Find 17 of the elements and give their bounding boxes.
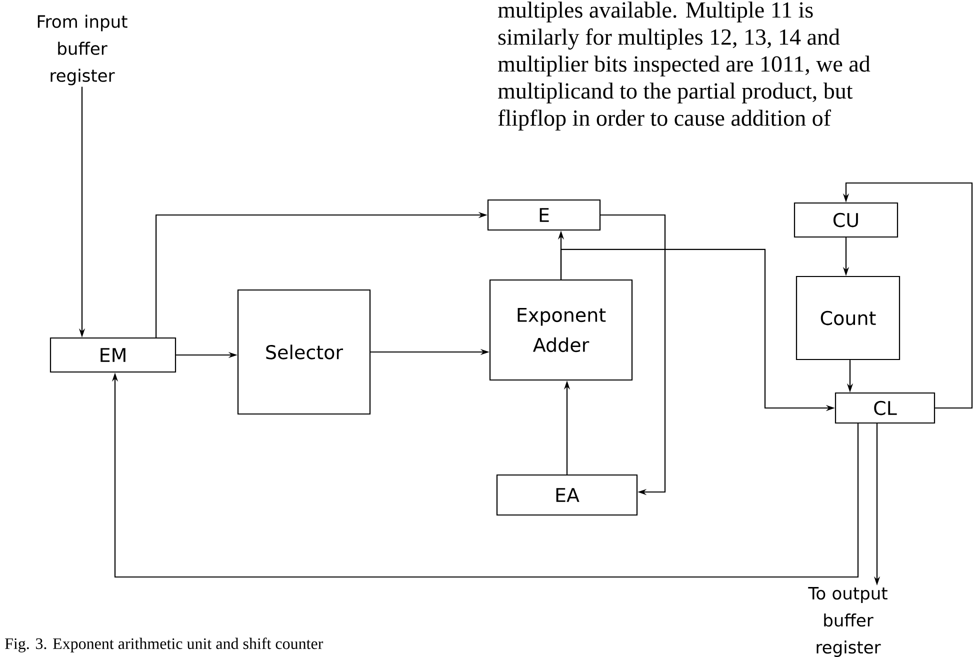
process-box: Selector [237,289,371,415]
arrow [600,214,666,496]
register-box: CU [794,202,898,238]
text-line: multiples available. Multiple 11 is [498,2,813,22]
text-line: multiplicand to the partial product, but [498,82,853,104]
text-line: multiplier bits inspected are 1011, we ad [498,56,870,76]
caption: Fig. 3. Exponent arithmetic unit and shift counter [5,638,324,652]
text-line: flipflop in order to cause addition of [498,109,832,131]
process-box: Count [796,276,900,360]
register-box: CL [834,392,936,424]
process-box: Exponent Adder [489,279,633,381]
output-label: To output buffer register [808,587,888,657]
text-line: similarly for multiples 12, 13, 14 and [498,28,840,50]
register-box: EA [496,474,638,516]
register-box: EM [50,337,176,373]
input-label: From input buffer register [38,14,128,86]
register-box: E [487,199,601,231]
